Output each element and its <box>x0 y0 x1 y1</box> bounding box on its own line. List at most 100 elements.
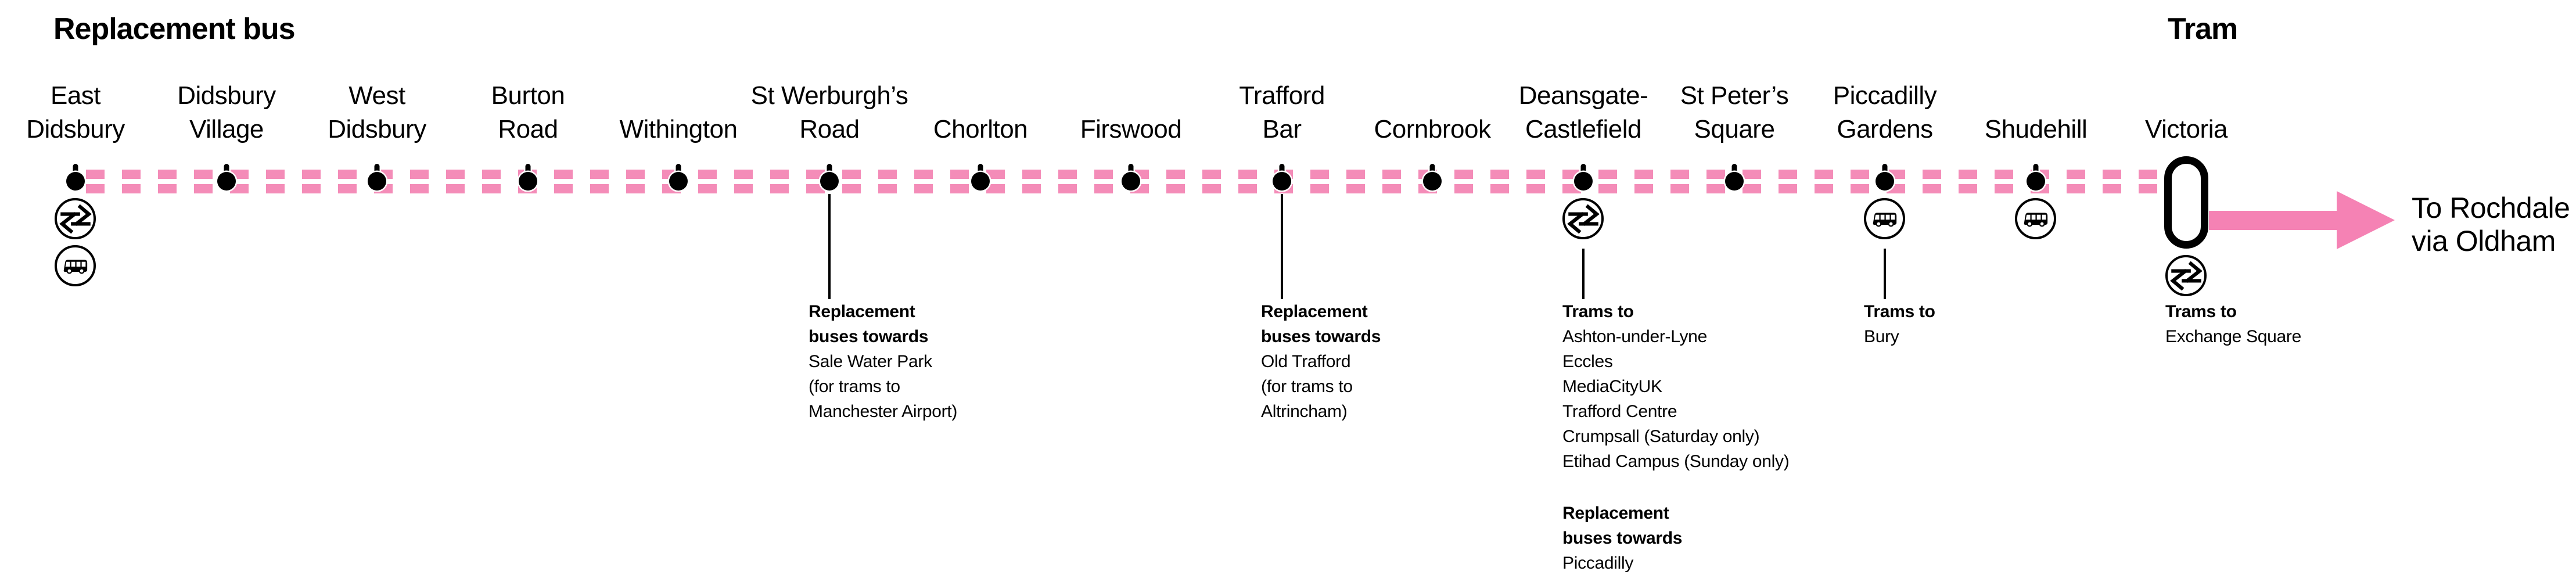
note-line: (for trams to <box>809 377 900 396</box>
station-label-line: Didsbury <box>177 81 276 110</box>
section-title-replacement-bus: Replacement bus <box>53 12 296 46</box>
station-label-line: Chorlton <box>933 115 1028 143</box>
station-marker-icon <box>364 158 390 195</box>
note-line: MediaCityUK <box>1562 377 1662 396</box>
station-label-line: Road <box>799 115 860 143</box>
station-marker-icon <box>1118 158 1144 195</box>
note-line: buses towards <box>1562 529 1683 548</box>
terminus-oval <box>2164 156 2208 249</box>
station-label-line: Burton <box>491 81 565 110</box>
station-label-line: Cornbrook <box>1374 115 1491 143</box>
note-connector-line <box>1884 249 1886 299</box>
arrow-label-line1: To Rochdale <box>2412 192 2570 224</box>
station-label-line: Firswood <box>1080 115 1182 143</box>
station-label-line: Road <box>498 115 558 143</box>
station-note: Trams to Exchange Square <box>2165 299 2301 349</box>
station-marker-icon <box>515 158 541 195</box>
station-label-line: Victoria <box>2145 115 2227 143</box>
continuation-arrow-shaft <box>2209 211 2337 230</box>
station-label-line: Piccadilly <box>1833 81 1937 110</box>
note-line: Ashton-under-Lyne <box>1562 327 1707 346</box>
station-label-line: West <box>349 81 405 110</box>
station-note: Trams to Bury <box>1864 299 1935 349</box>
station-label-line: Trafford <box>1239 81 1325 110</box>
continuation-arrow-head-icon <box>2337 191 2395 249</box>
station-label: Deansgate- Castlefield <box>1496 79 1670 146</box>
arrow-label-line2: via Oldham <box>2412 225 2556 257</box>
station-label-line: Square <box>1694 115 1775 143</box>
station-marker-icon <box>63 158 88 195</box>
note-line: Etihad Campus (Sunday only) <box>1562 452 1790 471</box>
station-label: Victoria <box>2099 79 2273 146</box>
station-label-line: Gardens <box>1837 115 1933 143</box>
note-connector-line <box>1281 194 1283 299</box>
note-line: Altrincham) <box>1261 402 1348 421</box>
station-label: Cornbrook <box>1345 79 1519 146</box>
station-label-line: St Werburgh’s <box>750 81 908 110</box>
bus-icon <box>1864 198 1905 239</box>
note-line: buses towards <box>809 327 929 346</box>
station-label-line: Village <box>189 115 264 143</box>
note-line: Eccles <box>1562 352 1613 371</box>
note-line: Replacement <box>1562 504 1669 523</box>
station-label-line: East <box>50 81 101 110</box>
station-label-line: Withington <box>619 115 738 143</box>
station-marker-icon <box>666 158 691 195</box>
note-line: Trams to <box>1562 302 1634 321</box>
note-line: Exchange Square <box>2165 327 2302 346</box>
station-marker-icon <box>1872 158 1898 195</box>
note-line: Piccadilly <box>1562 554 1634 573</box>
note-line: buses towards <box>1261 327 1381 346</box>
national-rail-icon <box>55 198 96 239</box>
station-label-line: Bar <box>1262 115 1302 143</box>
note-connector-line <box>828 194 831 299</box>
national-rail-icon <box>1562 198 1604 239</box>
station-label-line: Didsbury <box>328 115 426 143</box>
station-label-line: St Peter’s <box>1680 81 1789 110</box>
note-line: Replacement <box>809 302 915 321</box>
section-title-tram: Tram <box>2168 12 2238 46</box>
station-label: Withington <box>591 79 766 146</box>
national-rail-icon <box>2165 255 2207 296</box>
station-marker-icon <box>1571 158 1596 195</box>
bus-icon <box>55 245 96 286</box>
bus-icon <box>2015 198 2056 239</box>
station-label-line: Shudehill <box>1984 115 2088 143</box>
note-line: (for trams to <box>1261 377 1353 396</box>
note-line: Manchester Airport) <box>809 402 958 421</box>
station-marker-icon <box>2023 158 2049 195</box>
station-label: Chorlton <box>893 79 1068 146</box>
note-line: Sale Water Park <box>809 352 932 371</box>
note-line: Trafford Centre <box>1562 402 1677 421</box>
station-marker-icon <box>1722 158 1747 195</box>
station-marker-icon <box>817 158 842 195</box>
note-line: Crumpsall (Saturday only) <box>1562 427 1760 446</box>
station-marker-icon <box>214 158 239 195</box>
station-marker-icon <box>968 158 993 195</box>
station-label-line: Castlefield <box>1525 115 1641 143</box>
continuation-arrow-label: To Rochdale via Oldham <box>2412 192 2570 258</box>
station-label-line: Deansgate- <box>1518 81 1648 110</box>
note-connector-line <box>1582 249 1585 299</box>
station-label: Shudehill <box>1949 79 2123 146</box>
station-label-line: Didsbury <box>26 115 125 143</box>
note-line: Trams to <box>1864 302 1935 321</box>
station-marker-icon <box>1420 158 1445 195</box>
note-line: Trams to <box>2165 302 2237 321</box>
note-line: Bury <box>1864 327 1899 346</box>
station-marker-icon <box>1269 158 1295 195</box>
station-label: Firswood <box>1044 79 1218 146</box>
note-line: Old Trafford <box>1261 352 1351 371</box>
